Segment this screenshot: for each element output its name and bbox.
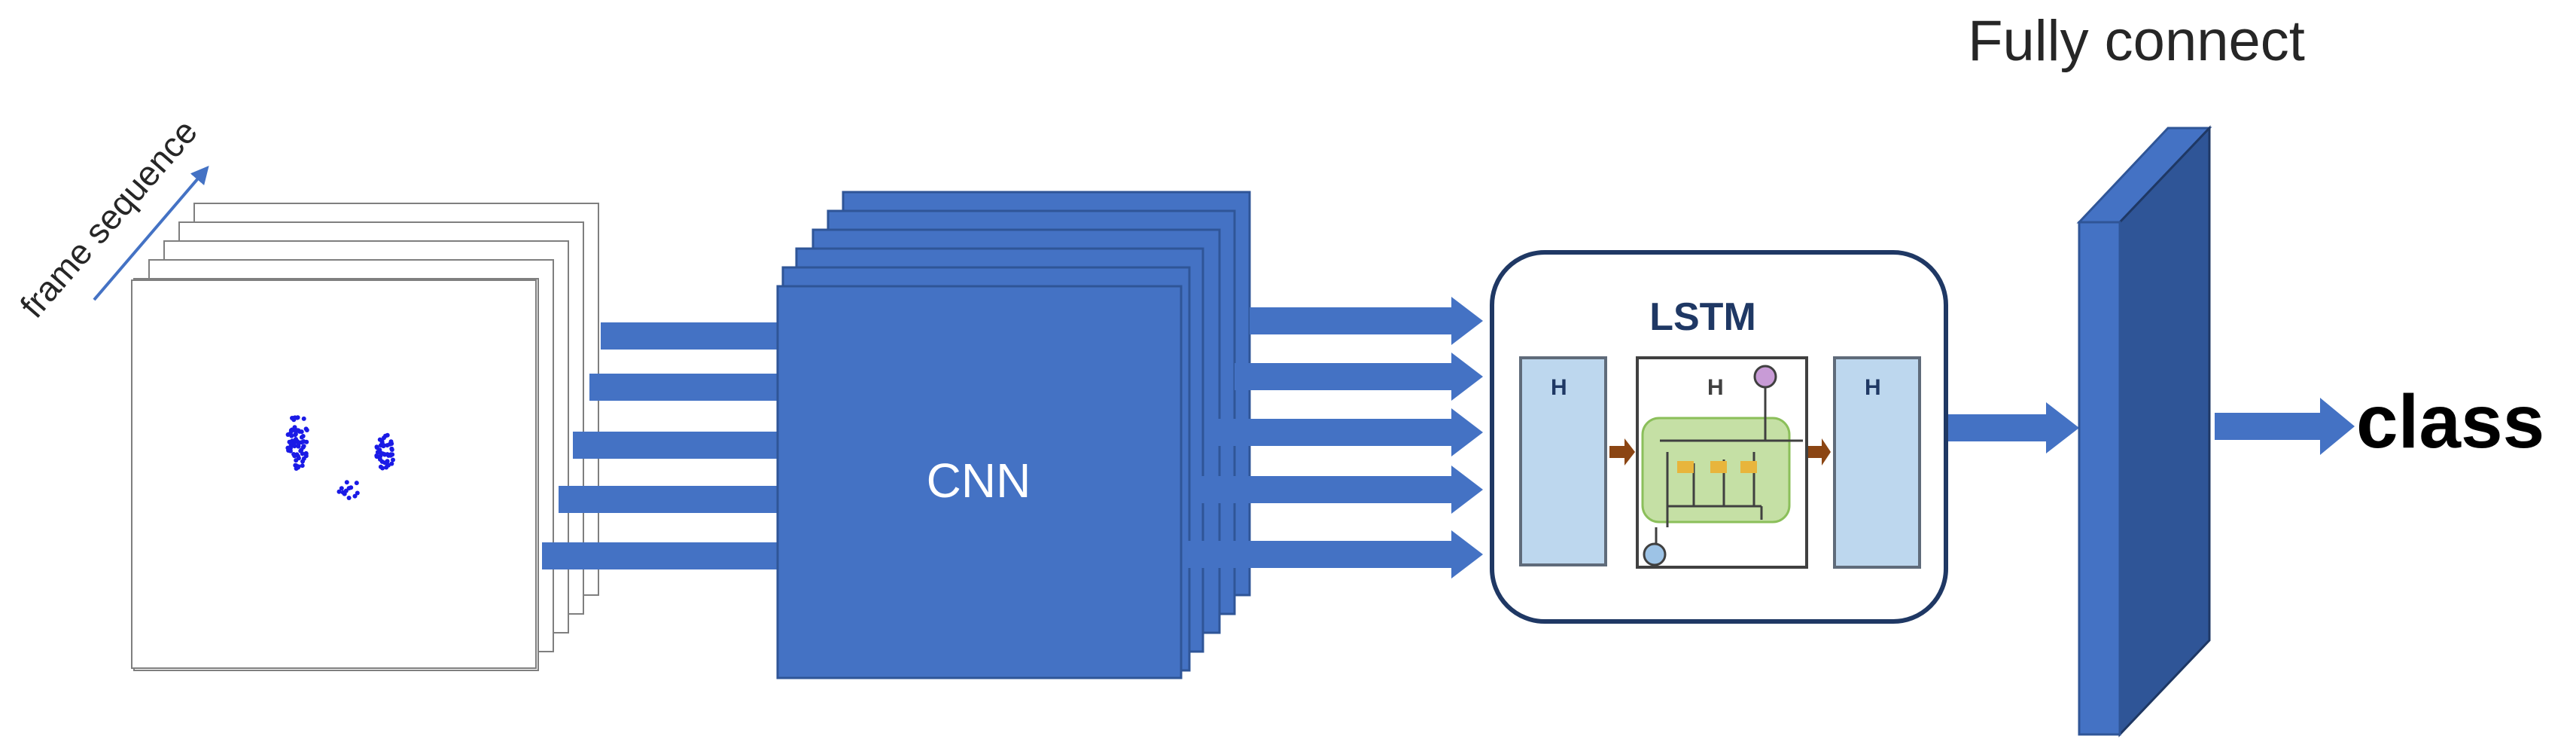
lstm-module: LSTM H H H — [1490, 250, 1948, 624]
frame-point — [346, 496, 352, 500]
lstm-gate — [1710, 461, 1727, 473]
frame-point — [300, 463, 305, 469]
lstm-cell-center-label: H — [1707, 375, 1724, 400]
frame-point — [383, 433, 388, 438]
frame-sequence-arrow — [93, 165, 209, 301]
cnn-to-lstm-arrows — [1183, 297, 1483, 579]
frame-point — [378, 443, 383, 448]
frame-point — [285, 445, 291, 450]
frame-point — [293, 432, 298, 438]
frame-point — [384, 465, 389, 470]
frame-point — [391, 457, 395, 463]
frame-point — [378, 456, 382, 462]
fc-front-face — [2078, 221, 2121, 736]
frame-point — [288, 441, 294, 446]
lstm-cell-right — [1833, 356, 1921, 569]
frame-point — [298, 448, 303, 453]
lstm-arrow-right — [1808, 438, 1831, 466]
frame-point — [300, 434, 306, 438]
lstm-input-node — [1643, 542, 1667, 566]
frame-point — [296, 428, 301, 433]
frame-point — [339, 486, 344, 491]
frame-point — [388, 441, 394, 446]
frame-point — [301, 416, 306, 421]
lstm-gate — [1740, 461, 1757, 473]
frame-point — [374, 444, 379, 450]
frame-point — [344, 480, 349, 485]
frame-point — [386, 453, 391, 458]
arrow — [1201, 466, 1483, 514]
arrow — [589, 363, 809, 411]
frame-point — [304, 439, 309, 444]
class-label: class — [2356, 380, 2544, 464]
frame-stack — [131, 203, 599, 671]
frame-point — [346, 486, 352, 491]
frame-point — [336, 489, 342, 494]
frame-point — [290, 416, 294, 420]
frame-point — [380, 466, 385, 471]
arrow — [1183, 530, 1483, 579]
frame-point — [295, 453, 300, 459]
frame-point — [296, 464, 301, 469]
lstm-gate — [1677, 461, 1694, 473]
frame-point — [289, 433, 294, 438]
arrow — [1216, 408, 1483, 456]
fc-label: Fully connect — [1968, 9, 2305, 73]
lstm-cell-left — [1519, 356, 1607, 566]
lstm-title: LSTM — [1649, 295, 1756, 339]
lstm-to-fc-arrow — [1948, 402, 2079, 453]
frame-point — [385, 443, 390, 448]
lstm-arrow-left — [1609, 438, 1635, 466]
frame-point — [355, 490, 360, 496]
frame-point — [352, 493, 358, 499]
frame-point — [300, 444, 306, 450]
frame-point — [292, 444, 297, 449]
fc-to-class-arrow — [2215, 398, 2355, 455]
frame-points — [285, 415, 395, 500]
fc-layer — [2076, 125, 2212, 737]
arrow — [1235, 353, 1483, 401]
frame-point — [303, 426, 309, 432]
frame-point — [354, 481, 359, 486]
lstm-output-node — [1753, 365, 1777, 389]
cnn-front-layer — [776, 285, 1183, 679]
frame-point — [382, 452, 387, 457]
lstm-cell-right-label: H — [1865, 375, 1881, 400]
frame-point — [379, 450, 383, 456]
cnn-label: CNN — [927, 453, 1031, 508]
arrow — [573, 421, 809, 469]
frame-point — [295, 439, 300, 444]
frame-point — [301, 456, 306, 461]
frame-point — [389, 446, 394, 451]
cnn-stack: CNN — [776, 191, 1251, 679]
fc-side-face — [2118, 125, 2211, 737]
frame-point — [294, 458, 299, 463]
frame-point — [385, 459, 390, 464]
frame-point — [285, 432, 291, 437]
frame-point — [342, 491, 347, 496]
frame-point — [292, 453, 297, 459]
frame-point — [288, 428, 294, 433]
lstm-cell-left-label: H — [1551, 375, 1567, 400]
front-frame — [131, 279, 537, 669]
frame-point — [374, 453, 379, 458]
arrow — [1250, 297, 1483, 345]
